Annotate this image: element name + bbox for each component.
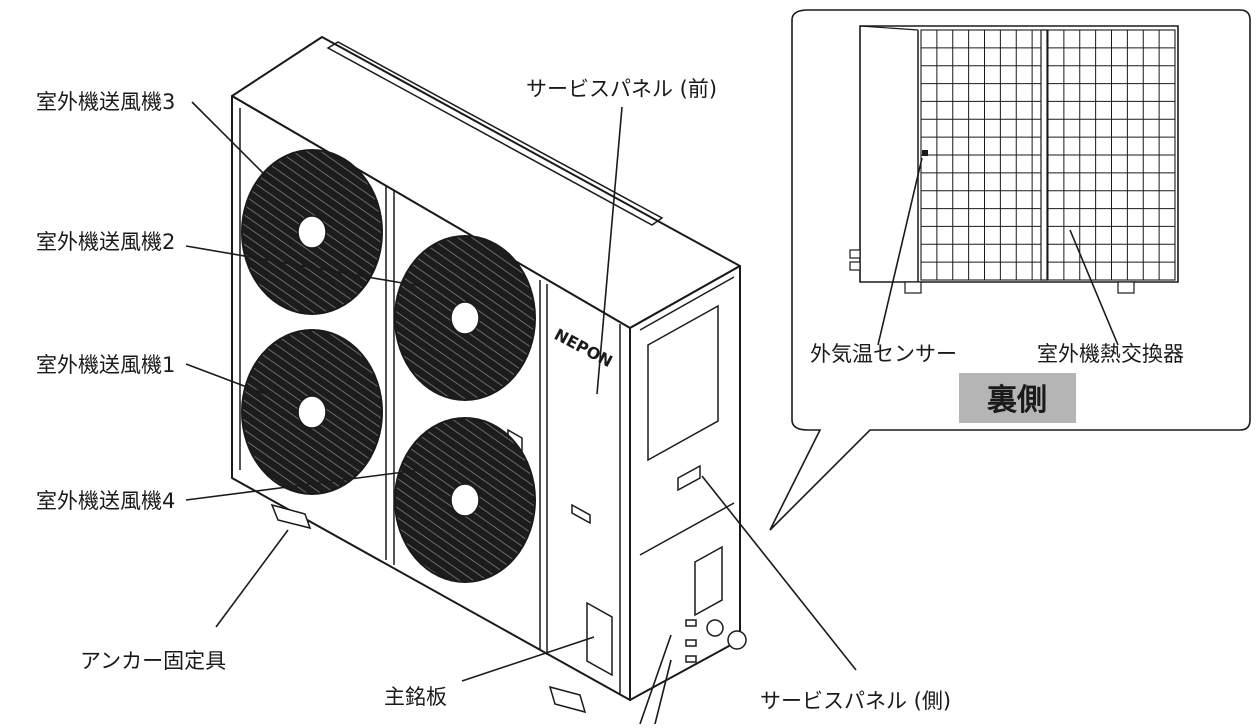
- label-fan-2: 室外機送風機2: [36, 230, 175, 254]
- side-access-window: [694, 545, 723, 617]
- side-handle: [677, 464, 701, 492]
- label-fan-4: 室外機送風機4: [36, 489, 175, 513]
- rear-feet: [904, 281, 1135, 294]
- fan-2: [394, 235, 536, 401]
- label-heat-exchanger: 室外機熱交換器: [1037, 342, 1184, 366]
- front-frame-lines: [239, 108, 621, 694]
- label-anchor-fixture: アンカー固定具: [80, 649, 226, 673]
- rear-grid-divider: [1040, 29, 1048, 281]
- rear-side-badge-text: 裏側: [987, 383, 1047, 418]
- rear-unit-outline: [859, 25, 1179, 283]
- unit-side-panel: [629, 265, 741, 701]
- label-main-nameplate: 主銘板: [384, 685, 447, 709]
- main-nameplate-plate: [586, 601, 613, 677]
- label-outside-temp-sensor: 外気温センサー: [810, 342, 957, 366]
- rear-side-badge: [959, 373, 1076, 423]
- fan-1: [241, 329, 383, 495]
- front-handle: [571, 503, 591, 525]
- anchor-fixture-left: [270, 503, 312, 530]
- pipe-valves: [685, 619, 747, 663]
- label-service-panel-front: サービスパネル (前): [526, 77, 717, 101]
- anchor-fixture-right: [548, 685, 587, 714]
- rear-pipe-stubs: [849, 249, 861, 271]
- fan-3: [241, 149, 383, 315]
- side-label-plate: [647, 304, 719, 462]
- outside-temp-sensor: [922, 150, 928, 156]
- label-fan-3: 室外機送風機3: [36, 90, 175, 114]
- top-rail: [326, 41, 664, 226]
- rear-view: [849, 25, 1179, 346]
- leader-lines: [185, 101, 857, 725]
- label-service-panel-side: サービスパネル (側): [760, 689, 951, 713]
- label-fan-1: 室外機送風機1: [36, 353, 175, 377]
- side-panel-details: [639, 276, 735, 617]
- fan-4: [394, 417, 536, 583]
